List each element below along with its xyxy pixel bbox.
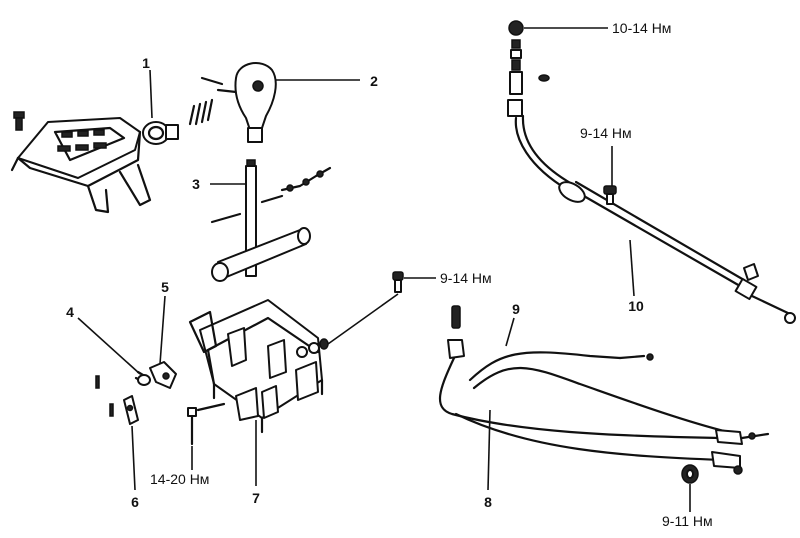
callout-1: 1 bbox=[142, 55, 150, 71]
callout-6: 6 bbox=[131, 494, 139, 510]
shift-indicator-cover bbox=[10, 117, 152, 214]
washer-stack bbox=[296, 338, 329, 358]
callout-7: 7 bbox=[252, 490, 260, 506]
callout-3: 3 bbox=[192, 176, 200, 192]
shift-cable-10 bbox=[507, 20, 796, 324]
callout-4: 4 bbox=[66, 304, 74, 320]
torque-bracket-bolt: 9-14 Нм bbox=[440, 270, 492, 286]
lower-cable-nut bbox=[681, 464, 699, 484]
torque-lower-nut: 9-11 Нм bbox=[662, 513, 713, 529]
detent-spring-4 bbox=[134, 370, 151, 386]
torque-cable-end: 10-14 Нм bbox=[612, 20, 671, 36]
shift-button bbox=[142, 121, 179, 145]
torque-cable-clamp: 9-14 Нм bbox=[580, 125, 632, 141]
torque-base-bolt: 14-20 Нм bbox=[150, 471, 209, 487]
callout-2: 2 bbox=[370, 73, 378, 89]
shift-base-bracket bbox=[188, 299, 324, 434]
callout-9: 9 bbox=[512, 301, 520, 317]
base-mounting-bolt bbox=[187, 402, 226, 446]
callout-8: 8 bbox=[484, 494, 492, 510]
shift-lever bbox=[210, 159, 332, 282]
small-pins bbox=[95, 375, 114, 417]
callout-5: 5 bbox=[161, 279, 169, 295]
knob-pin bbox=[200, 76, 238, 94]
cable-harness-8-9 bbox=[438, 305, 770, 475]
callout-10: 10 bbox=[628, 298, 644, 314]
cable-bracket-bolt bbox=[392, 271, 404, 293]
button-spring bbox=[188, 98, 214, 126]
leader-lines bbox=[77, 27, 691, 512]
cable-clamp-bolt bbox=[603, 185, 617, 205]
detent-lever-5 bbox=[149, 361, 177, 389]
clip-6 bbox=[123, 395, 139, 425]
cover-screw bbox=[13, 111, 25, 131]
shift-knob bbox=[234, 62, 277, 143]
